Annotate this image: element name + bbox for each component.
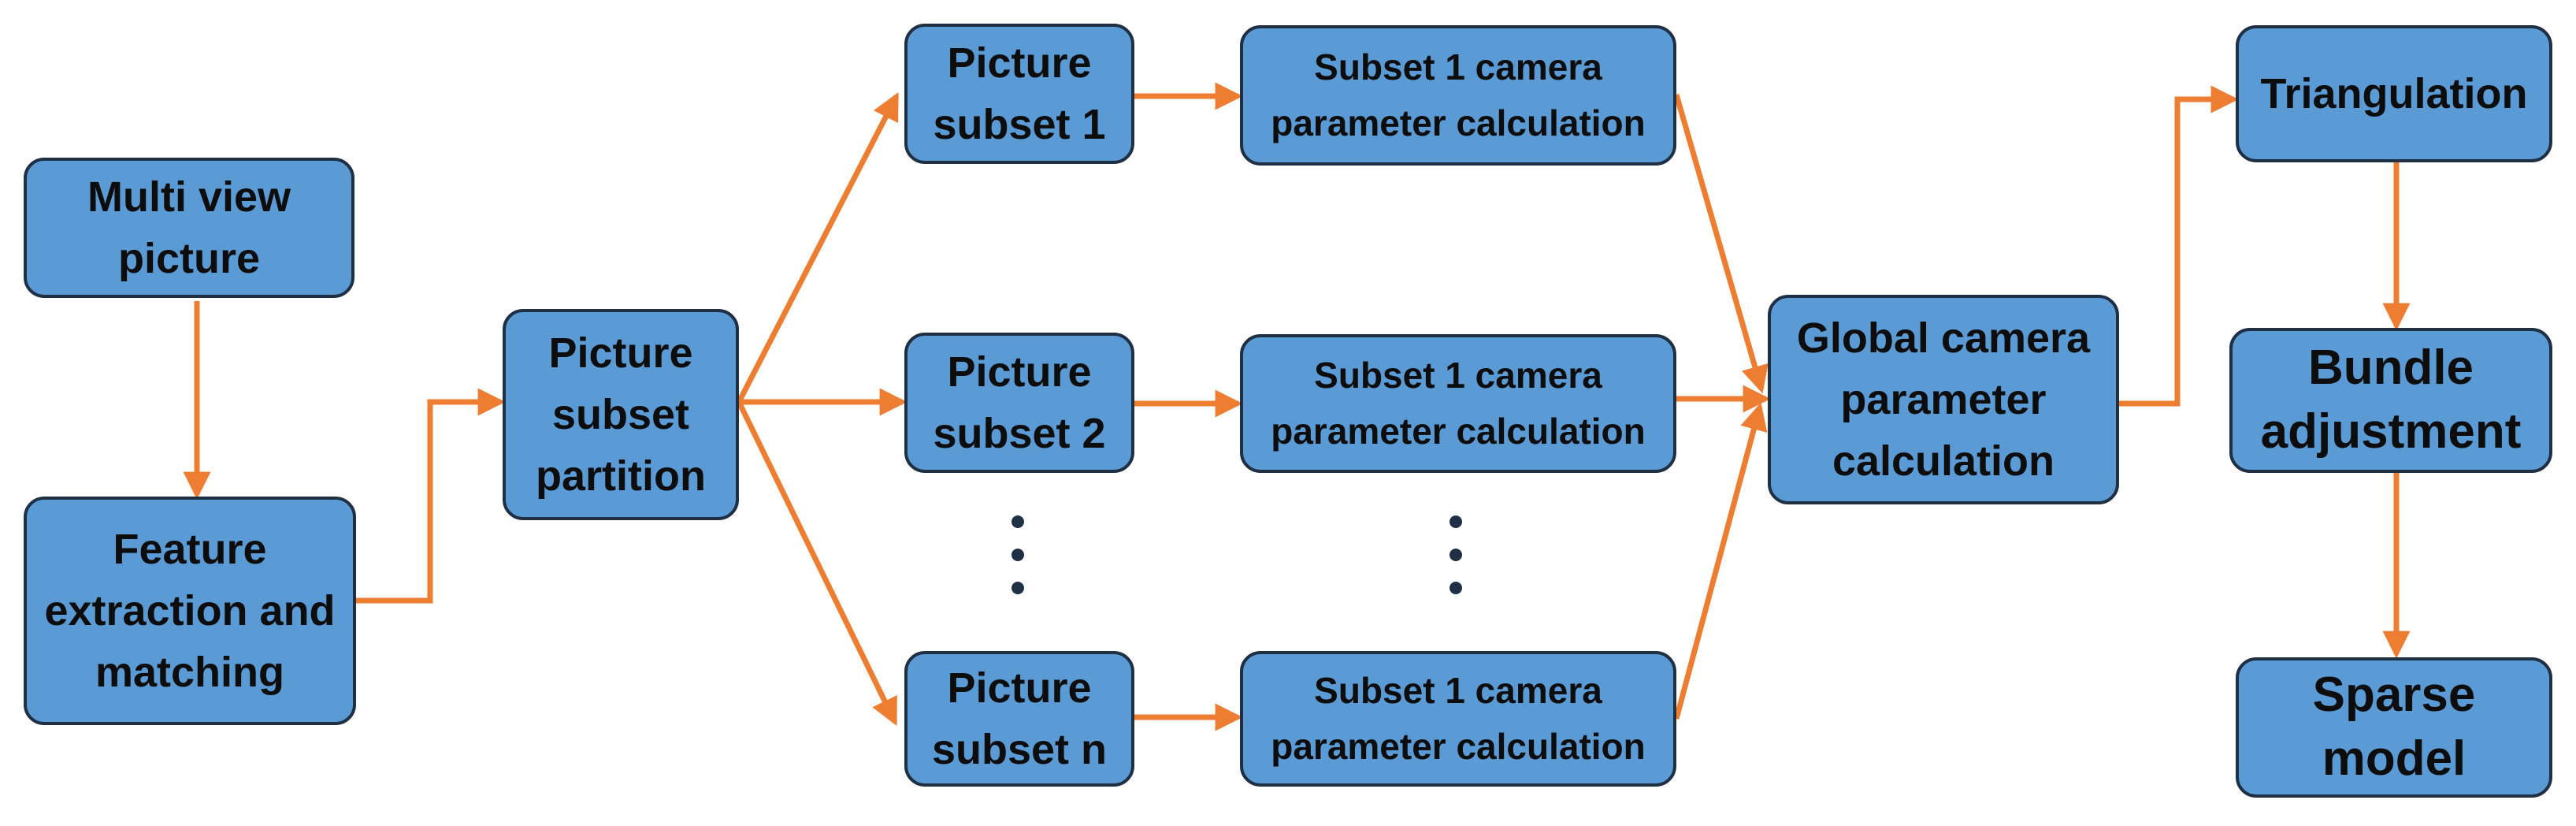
- node-label: Subset 1 camera parameter calculation: [1271, 354, 1646, 452]
- node-triangulation[interactable]: Triangulation: [2236, 25, 2552, 162]
- node-label: Feature extraction and matching: [44, 525, 336, 697]
- node-label: Sparse model: [2312, 668, 2476, 786]
- node-label: Picture subset n: [931, 664, 1108, 773]
- node-label: Global camera parameter calculation: [1796, 314, 2091, 486]
- node-global-camera-calc[interactable]: Global camera parameter calculation: [1768, 295, 2119, 504]
- node-camera-calc-1[interactable]: Subset 1 camera parameter calculation: [1240, 25, 1676, 166]
- node-label: Multi view picture: [87, 173, 291, 282]
- node-label: Triangulation: [2260, 69, 2528, 117]
- node-multi-view-picture[interactable]: Multi view picture: [24, 158, 354, 298]
- node-sparse-model[interactable]: Sparse model: [2236, 657, 2552, 798]
- ellipsis-subsets: [1008, 514, 1027, 601]
- arrow-feature-to-partition: [356, 388, 506, 604]
- node-label: Picture subset partition: [536, 329, 706, 500]
- node-picture-subset-1[interactable]: Picture subset 1: [904, 24, 1134, 164]
- node-feature-extraction[interactable]: Feature extraction and matching: [24, 497, 356, 725]
- arrow-partition-to-subset-1: [736, 92, 900, 404]
- node-camera-calc-2[interactable]: Subset 1 camera parameter calculation: [1240, 334, 1676, 473]
- node-label: Subset 1 camera parameter calculation: [1271, 669, 1646, 767]
- node-label: Picture subset 2: [933, 348, 1106, 457]
- node-camera-calc-n[interactable]: Subset 1 camera parameter calculation: [1240, 651, 1676, 787]
- node-bundle-adjustment[interactable]: Bundle adjustment: [2229, 328, 2552, 473]
- node-label: Bundle adjustment: [2260, 340, 2522, 459]
- node-picture-subset-2[interactable]: Picture subset 2: [904, 333, 1134, 473]
- node-label: Picture subset 1: [933, 39, 1106, 148]
- arrow-calc-1-to-global: [1673, 94, 1769, 394]
- node-picture-subset-n[interactable]: Picture subset n: [904, 651, 1134, 787]
- ellipsis-camera-calcs: [1446, 514, 1465, 601]
- node-subset-partition[interactable]: Picture subset partition: [503, 309, 739, 520]
- arrow-partition-to-subset-n: [736, 400, 898, 727]
- node-label: Subset 1 camera parameter calculation: [1271, 46, 1646, 143]
- arrow-global-to-triangulation: [2119, 85, 2239, 407]
- arrow-calc-n-to-global: [1673, 402, 1768, 720]
